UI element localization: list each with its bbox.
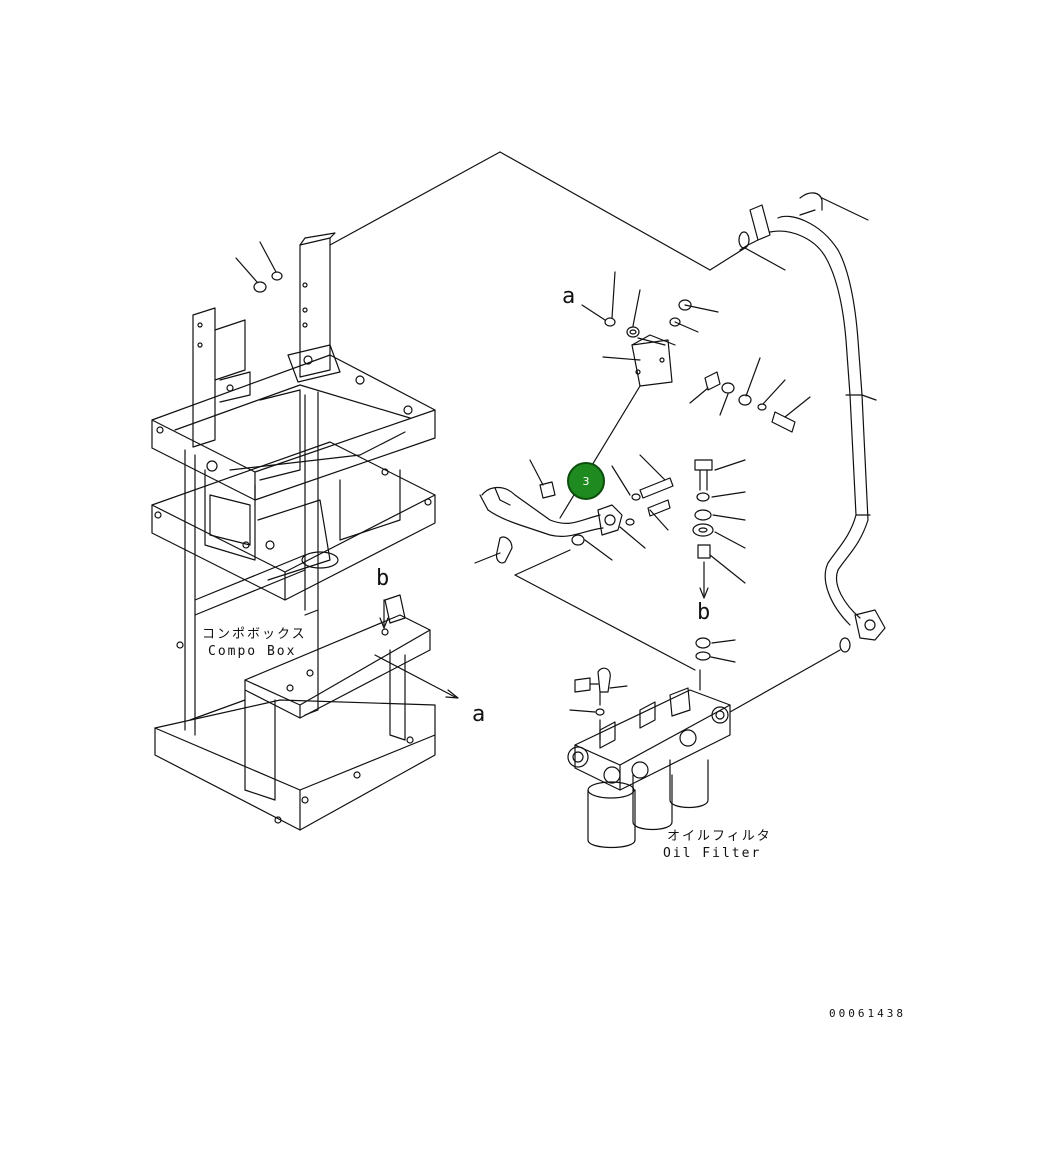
oil-filter-label-en: Oil Filter bbox=[663, 846, 762, 861]
bolt-washer-stack bbox=[692, 459, 746, 663]
long-return-pipe bbox=[729, 192, 886, 713]
reference-label-a-top: a bbox=[562, 284, 576, 309]
compo-box-frame bbox=[151, 232, 436, 831]
compo-box-label-en: Compo Box bbox=[208, 644, 297, 659]
reference-label-b-left: b bbox=[376, 566, 390, 591]
bracket-nut-washer-set bbox=[235, 151, 746, 293]
callout-3[interactable]: 3 bbox=[567, 462, 605, 500]
reference-label-b-right: b bbox=[697, 600, 711, 625]
drawing-number: 00061438 bbox=[829, 1007, 906, 1020]
oil-filter-assembly bbox=[567, 667, 731, 849]
compo-box-label-jp: コンポボックス bbox=[202, 627, 307, 642]
compo-box-caption: コンポボックス Compo Box bbox=[202, 626, 307, 660]
oil-filter-caption: オイルフィルタ Oil Filter bbox=[663, 828, 772, 862]
reference-arrows bbox=[374, 599, 459, 699]
oil-filter-label-jp: オイルフィルタ bbox=[667, 829, 772, 844]
reference-label-a-bottom: a bbox=[472, 702, 486, 727]
oil-pipe-assembly bbox=[474, 271, 811, 671]
